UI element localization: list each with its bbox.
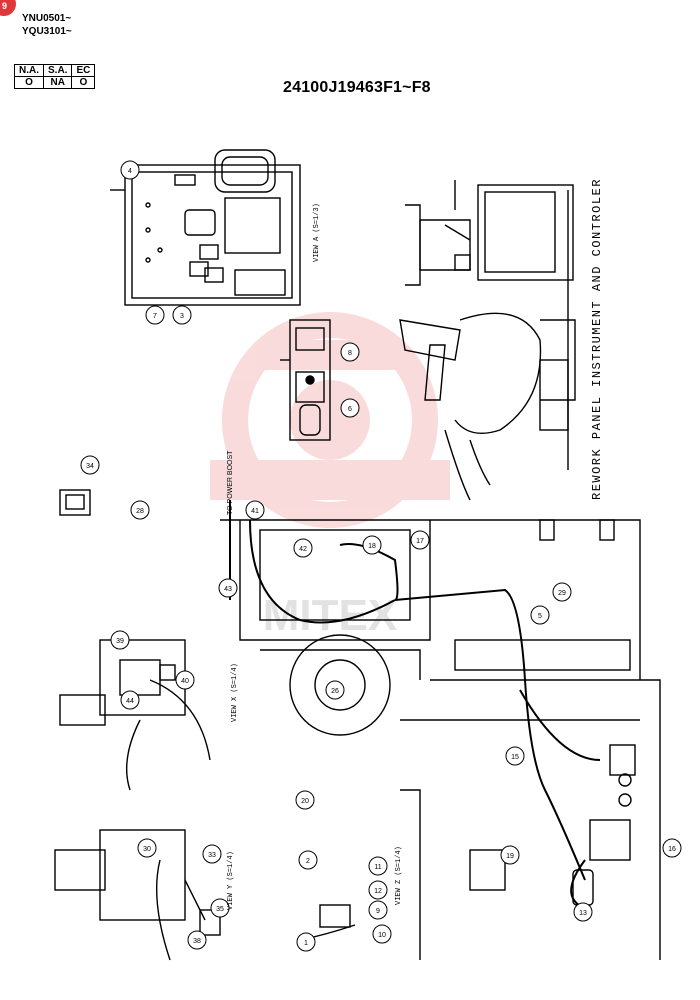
callout-1: 1 [296, 932, 316, 952]
svg-text:10: 10 [378, 932, 386, 939]
callout-6: 6 [340, 398, 360, 418]
part-number-title: 24100J19463F1~F8 [283, 79, 431, 96]
callout-13: 13 [573, 902, 593, 922]
svg-text:18: 18 [368, 543, 376, 550]
serial-range-2: YQU3101~ [22, 26, 72, 37]
view-label-y: VIEW Y (S=1/4) [227, 851, 235, 910]
view-label-z: VIEW Z (S=1/4) [395, 846, 403, 905]
chassis-frame-drawing [220, 519, 661, 960]
connector-detail-right [572, 744, 636, 906]
callout-38: 38 [187, 930, 207, 950]
svg-text:13: 13 [579, 910, 587, 917]
callout-2: 2 [298, 850, 318, 870]
svg-text:26: 26 [331, 688, 339, 695]
callout-39: 39 [110, 630, 130, 650]
callout-5: 5 [530, 605, 550, 625]
svg-text:11: 11 [374, 864, 381, 871]
callout-19: 19 [500, 845, 520, 865]
svg-text:39: 39 [116, 638, 124, 645]
callout-18: 18 [362, 535, 382, 555]
view-label-x: VIEW X (S=1/4) [231, 663, 239, 722]
callout-11: 11 [368, 856, 388, 876]
callout-17: 17 [410, 530, 430, 550]
callout-34: 34 [80, 455, 100, 475]
callout-balloons: 4 7 3 8 6 34 28 13 11 12 9 10 15 16 17 1… [80, 160, 682, 952]
callout-20: 20 [295, 790, 315, 810]
svg-text:35: 35 [216, 906, 224, 913]
svg-text:19: 19 [506, 853, 514, 860]
svg-text:6: 6 [348, 406, 352, 413]
svg-text:8: 8 [348, 350, 352, 357]
valve-assembly-lower [54, 829, 221, 961]
svg-text:44: 44 [126, 698, 134, 705]
svg-text:41: 41 [251, 508, 259, 515]
rework-panel-title: REWORK PANEL INSTRUMENT AND CONTROLER [590, 178, 604, 500]
switch-detail-upper [59, 489, 91, 516]
svg-text:1: 1 [304, 940, 308, 947]
svg-text:2: 2 [306, 858, 310, 865]
callout-33: 33 [202, 844, 222, 864]
console-drawing [399, 180, 576, 501]
valve-assembly-upper [59, 639, 211, 791]
svg-text:33: 33 [208, 852, 216, 859]
svg-text:43: 43 [224, 586, 232, 593]
svg-text:42: 42 [299, 546, 307, 553]
page-badge: 9 [0, 0, 16, 16]
svg-text:29: 29 [558, 590, 566, 597]
callout-12: 12 [368, 880, 388, 900]
callout-10: 10 [372, 924, 392, 944]
serial-range-1: YNU0501~ [22, 13, 72, 24]
callout-7: 7 [145, 305, 165, 325]
svg-text:7: 7 [153, 313, 157, 320]
svg-text:12: 12 [374, 888, 382, 895]
region-applicability-table: N.A. S.A. EC O NA O [14, 64, 96, 89]
control-panel-drawing [280, 319, 331, 441]
region-value-ec: O [71, 76, 96, 89]
serial-range: YNU0501~ YQU3101~ [22, 12, 72, 38]
callout-41: 41 [245, 500, 265, 520]
callout-42: 42 [293, 538, 313, 558]
svg-text:5: 5 [538, 613, 542, 620]
callout-8: 8 [340, 342, 360, 362]
svg-text:30: 30 [143, 846, 151, 853]
svg-text:4: 4 [128, 168, 132, 175]
callout-3: 3 [172, 305, 192, 325]
instrument-panel-drawing [110, 149, 301, 306]
callout-4: 4 [120, 160, 140, 180]
svg-text:9: 9 [376, 908, 380, 915]
svg-text:17: 17 [416, 538, 424, 545]
callout-29: 29 [552, 582, 572, 602]
callout-35: 35 [210, 898, 230, 918]
region-value-sa: NA [42, 76, 73, 89]
power-boost-label: TO POWER BOOST [227, 450, 234, 515]
watermark-text: MITEX [263, 591, 397, 640]
callout-28: 28 [130, 500, 150, 520]
svg-text:16: 16 [668, 846, 676, 853]
callout-26: 26 [325, 680, 345, 700]
svg-text:28: 28 [136, 508, 144, 515]
callout-16: 16 [662, 838, 682, 858]
svg-text:38: 38 [193, 938, 201, 945]
svg-text:34: 34 [86, 463, 94, 470]
view-label-a: VIEW A (S=1/3) [313, 203, 321, 262]
svg-text:40: 40 [181, 678, 189, 685]
callout-30: 30 [137, 838, 157, 858]
wiring-harness [229, 500, 601, 911]
callout-44: 44 [120, 690, 140, 710]
callout-9: 9 [368, 900, 388, 920]
callout-43: 43 [218, 578, 238, 598]
callout-40: 40 [175, 670, 195, 690]
svg-text:3: 3 [180, 313, 184, 320]
region-value-na: O [14, 76, 44, 89]
svg-text:15: 15 [511, 754, 519, 761]
svg-text:20: 20 [301, 798, 309, 805]
callout-15: 15 [505, 746, 525, 766]
